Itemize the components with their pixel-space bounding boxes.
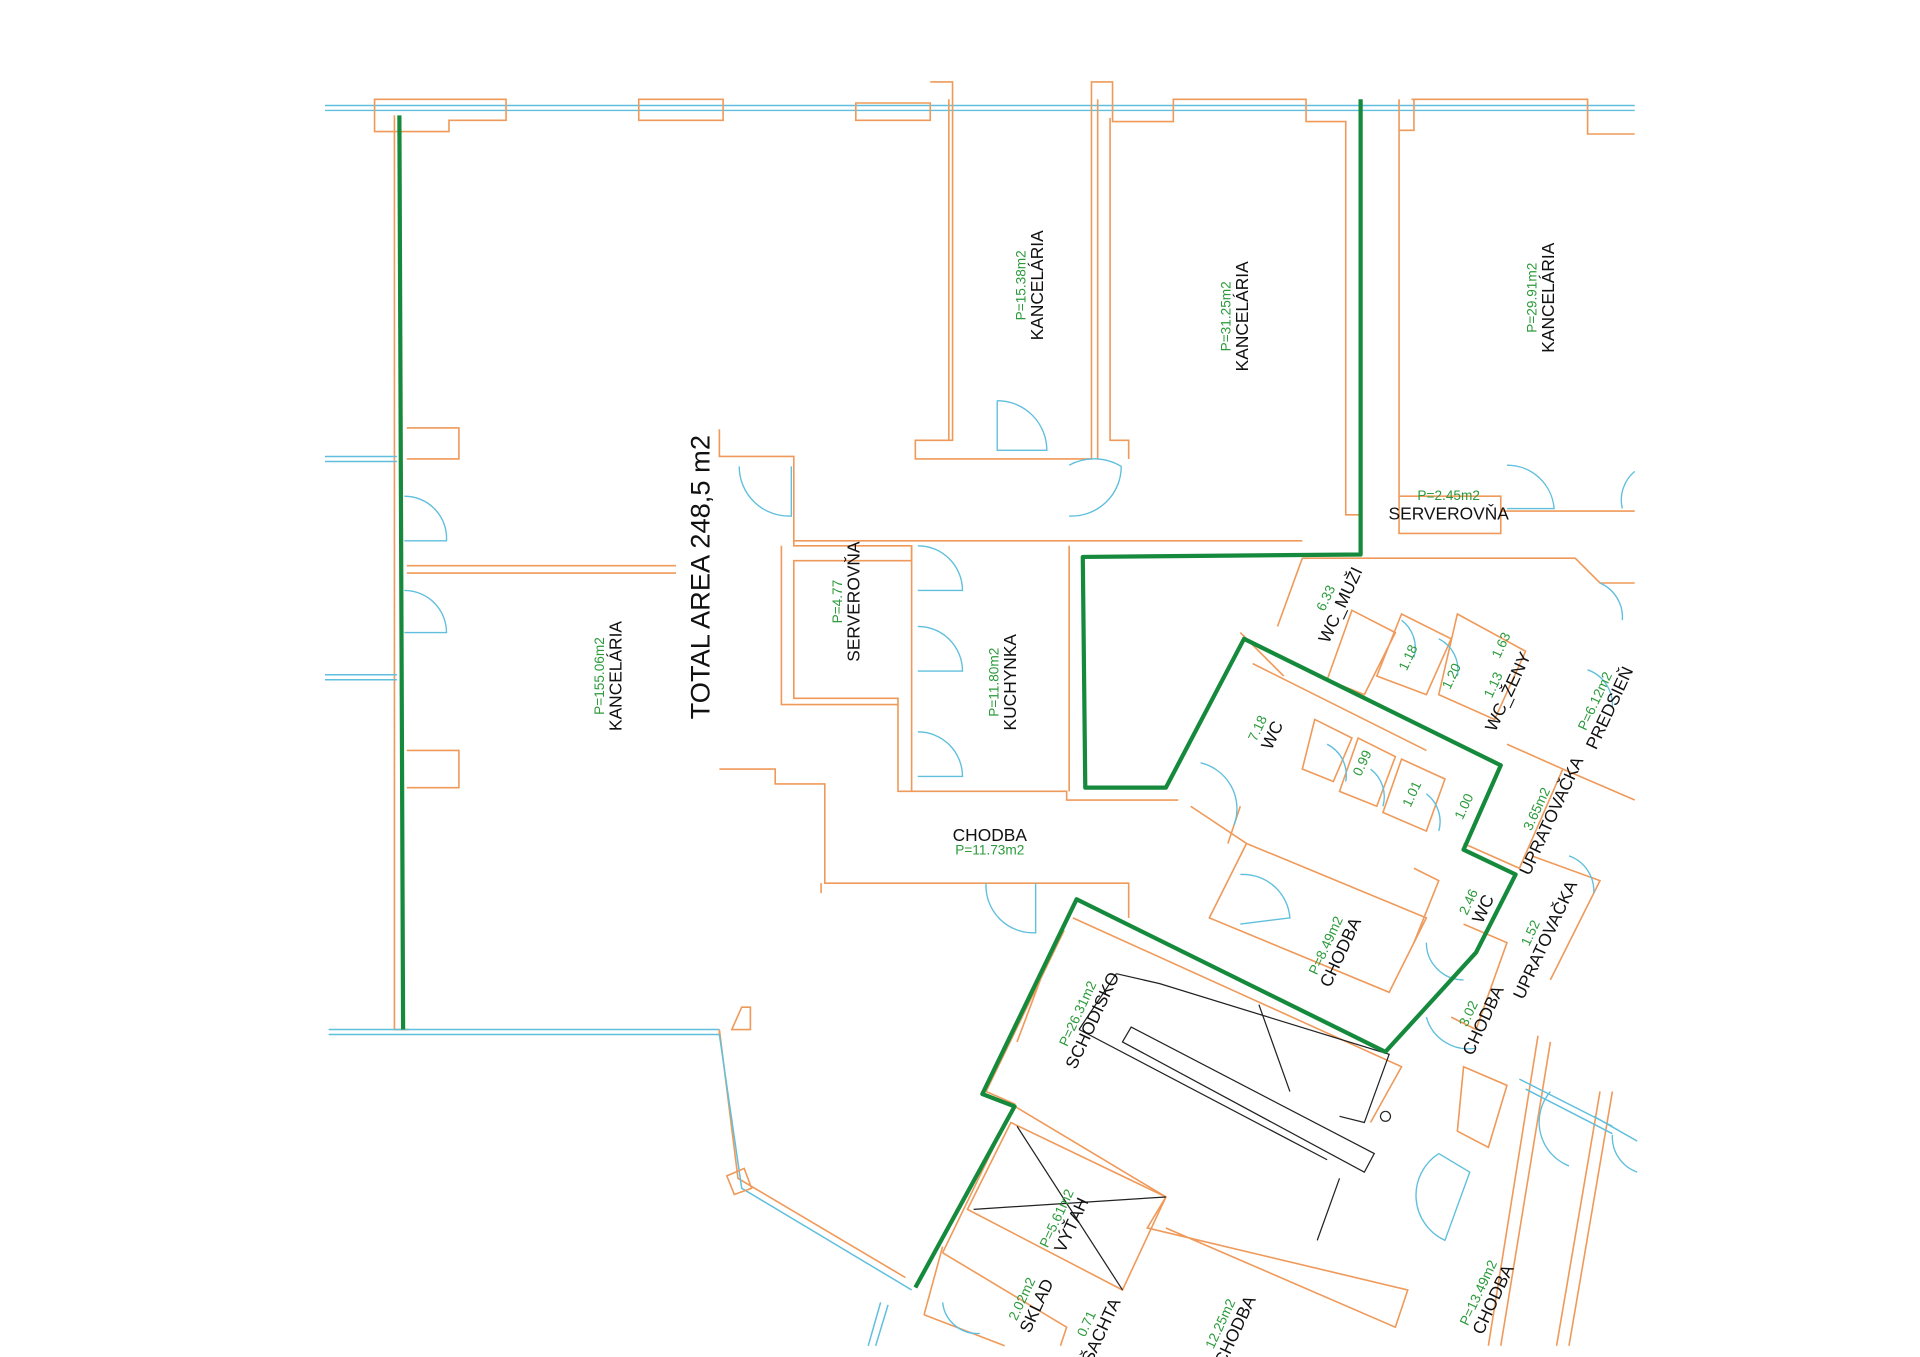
room-name: KANCELÁRIA (1232, 261, 1252, 371)
staircase (973, 973, 1392, 1291)
room-area: P=4.77 (830, 580, 845, 624)
room-area: P=29.91m2 (1525, 263, 1540, 333)
room-area: P=155.06m2 (592, 637, 607, 715)
doors (404, 399, 1638, 1335)
walls (324, 81, 1638, 1347)
room-label: 1.01 (1399, 779, 1424, 809)
room-label: 1.18 (1396, 642, 1421, 672)
room-name: SERVEROVŇA (1389, 504, 1510, 524)
room-label: 1.20 (1439, 661, 1464, 692)
room-name: KUCHYNKA (1000, 634, 1020, 731)
rented-area-boundary (397, 99, 1518, 1289)
room-area: P=31.25m2 (1218, 281, 1233, 351)
room-area: 1.18 (1396, 642, 1421, 672)
room-area: P=11.73m2 (955, 843, 1024, 858)
room-name: KANCELÁRIA (605, 621, 625, 731)
room-label: 1.00 (1452, 791, 1477, 822)
room-area: 1.20 (1439, 661, 1464, 692)
room-area: P=11.80m2 (986, 648, 1001, 717)
room-area: 1.01 (1399, 779, 1424, 809)
room-name: KANCELÁRIA (1027, 230, 1047, 340)
room-name: SERVEROVŇA (844, 541, 864, 662)
room-area: 1.00 (1452, 791, 1477, 822)
room-area: 1.63 (1489, 630, 1514, 660)
room-label: 1.63 (1489, 630, 1514, 660)
room-name: KANCELÁRIA (1538, 242, 1558, 352)
total-area-label: TOTAL AREA 248,5 m2 (684, 435, 715, 719)
room-area: P=2.45m2 (1417, 488, 1480, 503)
room-name: CHODBA (953, 825, 1028, 845)
room-area: P=15.38m2 (1014, 250, 1029, 320)
